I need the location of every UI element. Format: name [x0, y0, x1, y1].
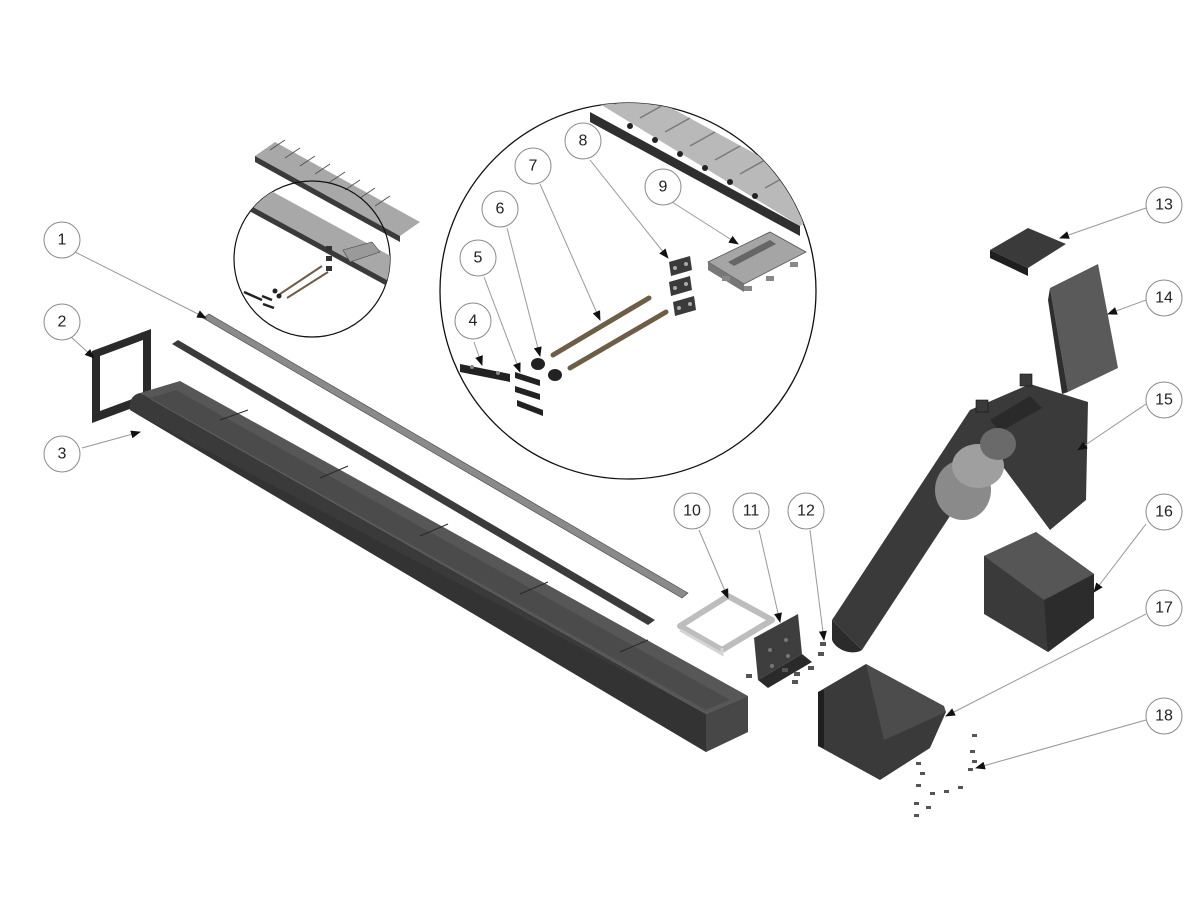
svg-text:5: 5 — [474, 250, 483, 267]
part-6-rollers — [531, 358, 562, 381]
balloon-callouts: 1 2 3 4 5 6 7 8 9 10 11 12 13 14 15 16 1… — [43, 122, 1183, 735]
balloon-6: 6 — [481, 190, 519, 228]
svg-text:2: 2 — [58, 314, 67, 331]
leader-15 — [1077, 403, 1147, 451]
balloon-15: 15 — [1145, 381, 1183, 419]
balloon-16: 16 — [1145, 493, 1183, 531]
svg-text:8: 8 — [579, 133, 588, 150]
leader-16 — [1093, 523, 1147, 593]
balloon-4: 4 — [454, 302, 492, 340]
balloon-5: 5 — [459, 239, 497, 277]
part-5-links — [515, 372, 543, 416]
part-18-fasteners — [914, 734, 977, 817]
svg-text:13: 13 — [1155, 197, 1173, 214]
leader-5 — [483, 276, 521, 373]
part-15-drive-section — [832, 373, 1088, 653]
leader-3 — [81, 430, 141, 449]
svg-text:1: 1 — [58, 232, 67, 249]
leader-7 — [539, 183, 601, 321]
svg-text:18: 18 — [1155, 708, 1173, 725]
svg-text:7: 7 — [529, 158, 538, 175]
leader-lines — [69, 159, 1147, 770]
part-10-seal-frame — [677, 593, 775, 657]
part-rail-angle — [172, 340, 655, 625]
svg-text:11: 11 — [743, 503, 760, 520]
leader-6 — [506, 227, 542, 357]
balloon-10: 10 — [673, 492, 711, 530]
balloon-8: 8 — [564, 122, 602, 160]
balloon-18: 18 — [1145, 697, 1183, 735]
leader-9 — [671, 201, 739, 245]
leader-10 — [698, 529, 729, 599]
leader-18 — [975, 719, 1147, 770]
part-12-screws — [746, 642, 826, 684]
svg-text:4: 4 — [469, 313, 478, 330]
balloon-1: 1 — [43, 221, 81, 259]
part-16-collection-bin — [984, 532, 1094, 652]
drive-motor — [935, 428, 1016, 520]
chain-detail-view — [439, 102, 817, 480]
svg-text:10: 10 — [683, 503, 701, 520]
balloon-2: 2 — [43, 303, 81, 341]
leader-12 — [809, 529, 827, 641]
part-3-conveyor-trough — [129, 381, 748, 752]
balloon-7: 7 — [514, 147, 552, 185]
part-17-discharge-chute — [818, 664, 946, 780]
leader-4 — [473, 341, 483, 366]
balloon-11: 11 — [732, 492, 770, 530]
svg-text:14: 14 — [1155, 290, 1173, 307]
part-13-cover-plate — [990, 228, 1066, 276]
balloon-17: 17 — [1145, 589, 1183, 627]
leader-11 — [758, 529, 782, 623]
part-14-guard — [1048, 264, 1118, 394]
part-4-outer-link — [460, 364, 510, 382]
svg-text:9: 9 — [659, 179, 668, 196]
leader-14 — [1107, 299, 1147, 315]
part-7-pins — [550, 295, 669, 371]
svg-text:3: 3 — [58, 446, 67, 463]
leader-17 — [945, 613, 1147, 717]
part-1-wear-strip — [202, 313, 689, 599]
balloon-9: 9 — [644, 168, 682, 206]
part-9-chain-plate — [707, 231, 807, 292]
balloon-3: 3 — [43, 435, 81, 473]
svg-text:12: 12 — [797, 503, 815, 520]
leader-1 — [74, 251, 207, 319]
svg-text:15: 15 — [1155, 392, 1173, 409]
svg-text:16: 16 — [1155, 504, 1173, 521]
leader-2 — [69, 335, 95, 359]
part-8-side-links — [669, 256, 696, 316]
chain-overview-small — [233, 139, 420, 338]
balloon-13: 13 — [1145, 186, 1183, 224]
leader-8 — [589, 159, 669, 259]
leader-13 — [1059, 207, 1147, 239]
svg-text:17: 17 — [1155, 600, 1173, 617]
balloon-14: 14 — [1145, 279, 1183, 317]
svg-text:6: 6 — [496, 201, 505, 218]
balloon-12: 12 — [787, 492, 825, 530]
